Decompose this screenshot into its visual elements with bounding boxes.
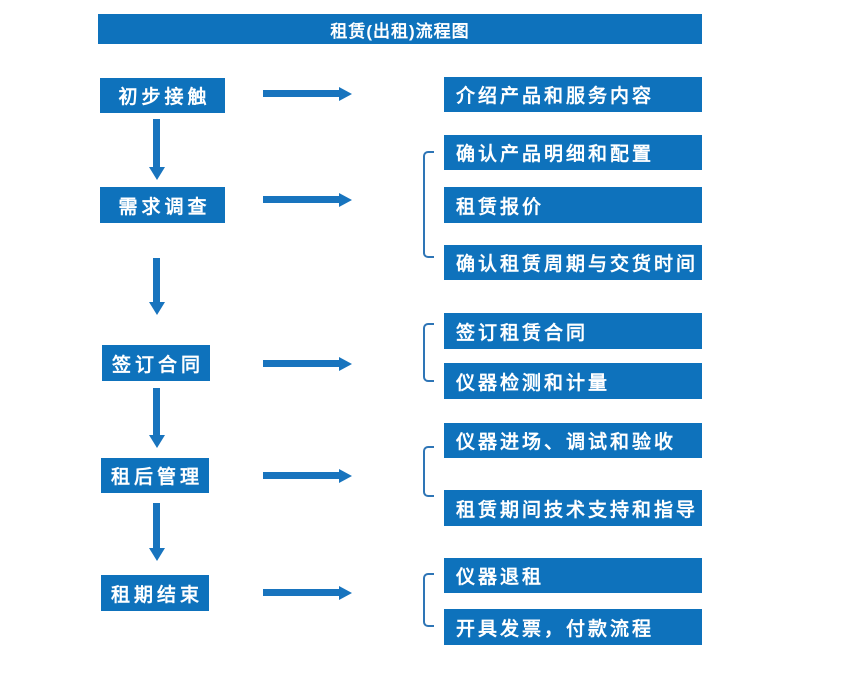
- arrow-head: [148, 302, 165, 315]
- arrow-down-icon: [148, 388, 165, 448]
- arrow-right-icon: [263, 585, 352, 600]
- arrow-shaft: [263, 360, 339, 367]
- arrow-head: [148, 167, 165, 180]
- bracket-icon: [423, 323, 434, 382]
- arrow-right-icon: [263, 468, 352, 483]
- detail-box-sign-rental-contract: 签订租赁合同: [444, 313, 702, 349]
- arrow-head: [339, 468, 352, 483]
- detail-box-confirm-rental-period: 确认租赁周期与交货时间: [444, 245, 702, 280]
- arrow-shaft: [153, 503, 160, 548]
- detail-box-invoice-payment: 开具发票，付款流程: [444, 609, 702, 645]
- arrow-head: [339, 585, 352, 600]
- bracket-icon: [423, 573, 434, 627]
- step-box-rental-end: 租期结束: [101, 575, 209, 611]
- step-box-demand-survey: 需求调查: [100, 187, 225, 223]
- arrow-head: [148, 548, 165, 561]
- arrow-right-icon: [263, 86, 352, 101]
- arrow-right-icon: [263, 356, 352, 371]
- arrow-head: [148, 435, 165, 448]
- step-box-post-rental-management: 租后管理: [101, 458, 209, 493]
- arrow-head: [339, 192, 352, 207]
- detail-box-instrument-return: 仪器退租: [444, 558, 702, 593]
- arrow-shaft: [153, 119, 160, 167]
- step-box-sign-contract: 签订合同: [102, 345, 210, 381]
- flowchart-title: 租赁(出租)流程图: [98, 14, 702, 44]
- arrow-right-icon: [263, 192, 352, 207]
- arrow-shaft: [263, 589, 339, 596]
- bracket-icon: [423, 151, 434, 258]
- arrow-head: [339, 356, 352, 371]
- detail-box-confirm-product-details: 确认产品明细和配置: [444, 135, 702, 170]
- arrow-shaft: [153, 258, 160, 302]
- arrow-head: [339, 86, 352, 101]
- detail-box-introduce-products: 介绍产品和服务内容: [444, 77, 702, 112]
- arrow-shaft: [263, 472, 339, 479]
- arrow-shaft: [153, 388, 160, 435]
- arrow-down-icon: [148, 258, 165, 315]
- detail-box-technical-support: 租赁期间技术支持和指导: [444, 490, 702, 526]
- arrow-shaft: [263, 90, 339, 97]
- arrow-down-icon: [148, 119, 165, 180]
- detail-box-instrument-setup-acceptance: 仪器进场、调试和验收: [444, 423, 702, 458]
- arrow-down-icon: [148, 503, 165, 561]
- detail-box-instrument-testing: 仪器检测和计量: [444, 363, 702, 399]
- step-box-initial-contact: 初步接触: [100, 78, 225, 113]
- arrow-shaft: [263, 196, 339, 203]
- detail-box-rental-quote: 租赁报价: [444, 187, 702, 223]
- bracket-icon: [423, 446, 434, 497]
